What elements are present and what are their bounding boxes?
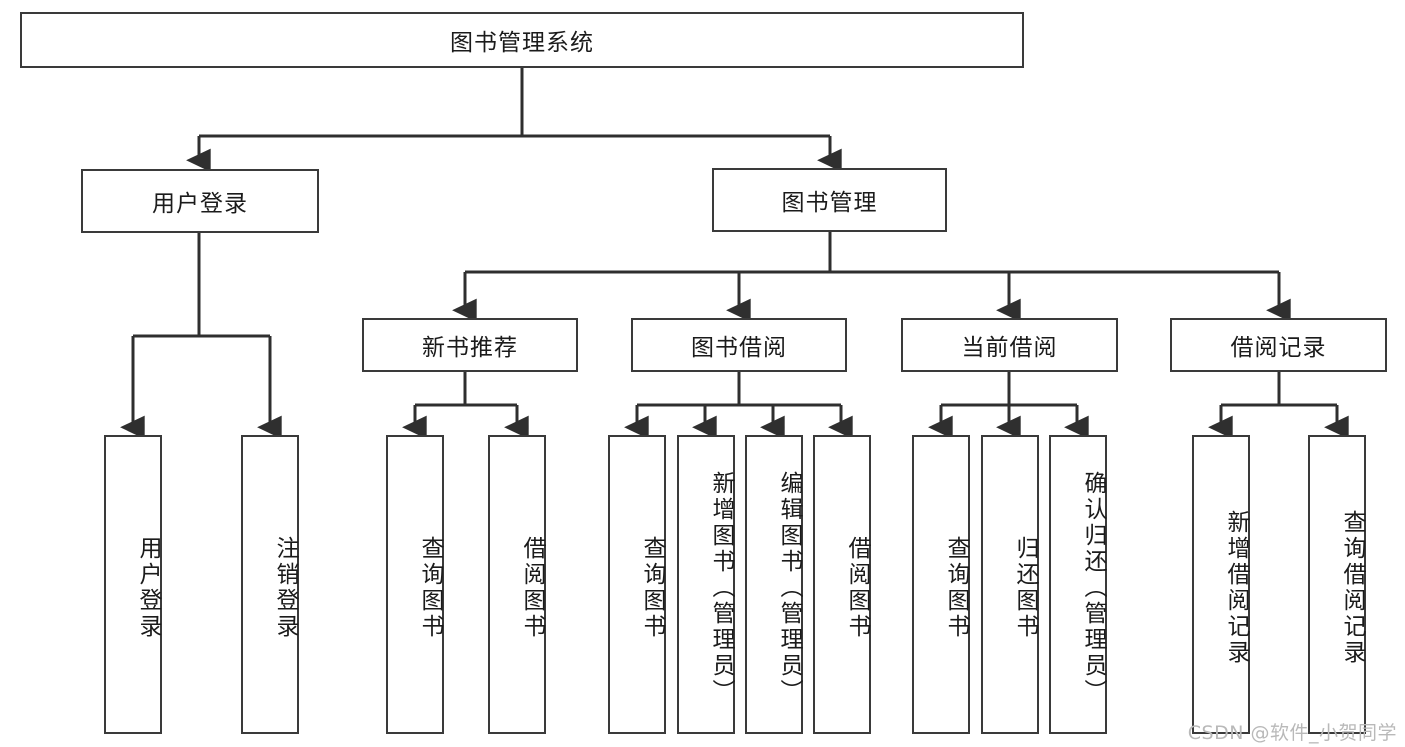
node-leaf-borrow-book-1[interactable]: 借阅图书 bbox=[488, 435, 546, 734]
node-current-borrow[interactable]: 当前借阅 bbox=[901, 318, 1118, 372]
node-leaf-confirm-return[interactable]: 确认归还（管理员） bbox=[1049, 435, 1107, 734]
node-leaf-return-book[interactable]: 归还图书 bbox=[981, 435, 1039, 734]
node-leaf-query-record-label: 查询借阅记录 bbox=[1339, 509, 1365, 666]
node-leaf-edit-book[interactable]: 编辑图书（管理员） bbox=[745, 435, 803, 734]
node-leaf-query-book-3[interactable]: 查询图书 bbox=[912, 435, 970, 734]
node-leaf-add-book[interactable]: 新增图书（管理员） bbox=[677, 435, 735, 734]
node-user-login[interactable]: 用户登录 bbox=[81, 169, 319, 233]
node-user-login-label: 用户登录 bbox=[152, 191, 248, 217]
node-borrow-record-label: 借阅记录 bbox=[1230, 335, 1327, 361]
node-leaf-query-book-2-label: 查询图书 bbox=[639, 535, 665, 640]
node-current-borrow-label: 当前借阅 bbox=[961, 335, 1058, 361]
node-leaf-add-book-label: 新增图书（管理员） bbox=[708, 470, 734, 705]
node-borrow-record[interactable]: 借阅记录 bbox=[1170, 318, 1387, 372]
node-book-borrow[interactable]: 图书借阅 bbox=[631, 318, 847, 372]
node-leaf-borrow-book-2[interactable]: 借阅图书 bbox=[813, 435, 871, 734]
node-leaf-borrow-book-2-label: 借阅图书 bbox=[844, 535, 870, 640]
node-leaf-borrow-book-1-label: 借阅图书 bbox=[519, 535, 545, 640]
node-root[interactable]: 图书管理系统 bbox=[20, 12, 1024, 68]
node-root-label: 图书管理系统 bbox=[450, 30, 594, 56]
node-leaf-add-record-label: 新增借阅记录 bbox=[1223, 509, 1249, 666]
node-leaf-user-login-label: 用户登录 bbox=[135, 535, 161, 640]
node-new-book-rec-label: 新书推荐 bbox=[422, 335, 518, 361]
node-book-manage-label: 图书管理 bbox=[781, 190, 878, 216]
node-new-book-rec[interactable]: 新书推荐 bbox=[362, 318, 578, 372]
node-book-manage[interactable]: 图书管理 bbox=[712, 168, 947, 232]
node-book-borrow-label: 图书借阅 bbox=[691, 335, 787, 361]
node-leaf-add-record[interactable]: 新增借阅记录 bbox=[1192, 435, 1250, 734]
node-leaf-query-book-1-label: 查询图书 bbox=[417, 535, 443, 640]
node-leaf-user-logout-label: 注销登录 bbox=[272, 535, 298, 640]
node-leaf-query-book-1[interactable]: 查询图书 bbox=[386, 435, 444, 734]
node-leaf-query-book-3-label: 查询图书 bbox=[943, 535, 969, 640]
node-leaf-query-record[interactable]: 查询借阅记录 bbox=[1308, 435, 1366, 734]
node-leaf-user-login[interactable]: 用户登录 bbox=[104, 435, 162, 734]
node-leaf-edit-book-label: 编辑图书（管理员） bbox=[776, 470, 802, 705]
node-leaf-query-book-2[interactable]: 查询图书 bbox=[608, 435, 666, 734]
node-leaf-return-book-label: 归还图书 bbox=[1012, 535, 1038, 640]
node-leaf-confirm-return-label: 确认归还（管理员） bbox=[1080, 470, 1106, 705]
node-leaf-user-logout[interactable]: 注销登录 bbox=[241, 435, 299, 734]
